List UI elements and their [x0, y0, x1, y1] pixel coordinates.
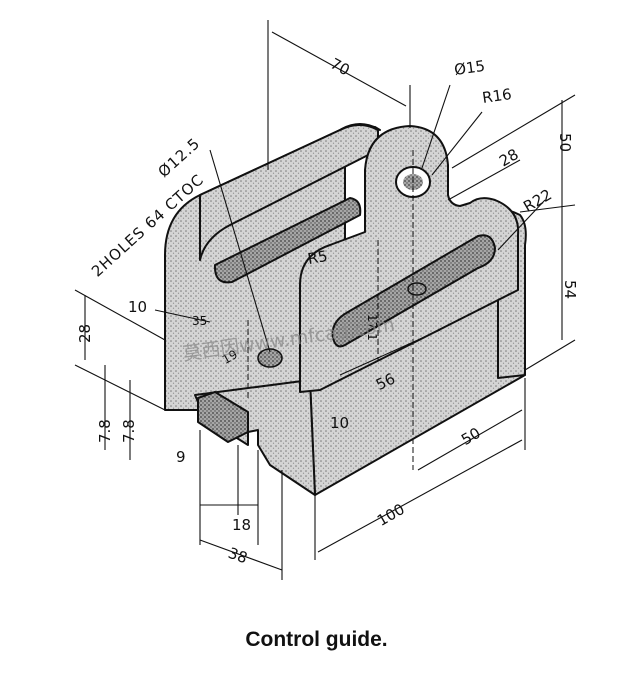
dim-28-top: 28 [496, 145, 522, 170]
dim-54: 54 [561, 280, 579, 299]
dim-7-8-a: 7.8 [96, 419, 114, 443]
left-notch-block [197, 391, 249, 443]
figure-caption: Control guide. [245, 628, 388, 651]
dim-70: 70 [327, 54, 352, 79]
dim-19: 19 [220, 347, 240, 367]
dim-10-mid: 10 [330, 414, 349, 432]
dim-17: 17.1 [365, 314, 379, 341]
dim-7-8-b: 7.8 [120, 419, 138, 443]
small-hole [257, 348, 283, 368]
dim-r5: R5 [306, 247, 329, 268]
dimension-lines [74, 20, 576, 580]
part-body [164, 123, 527, 496]
dim-38: 38 [226, 544, 250, 567]
dim-r16: R16 [481, 85, 513, 107]
dim-28-left: 28 [76, 324, 94, 343]
dim-10-left: 10 [128, 298, 147, 316]
dim-35: 35 [192, 314, 207, 328]
center-lines [247, 150, 414, 470]
left-slot [213, 197, 362, 284]
dim-50-top: 50 [556, 133, 574, 152]
dim-9: 9 [176, 448, 186, 466]
technical-drawing: 70 Ø15 R16 50 28 R22 54 R5 10 35 28 19 1… [74, 20, 579, 580]
dim-dia-15: Ø15 [453, 57, 486, 79]
dim-18: 18 [232, 516, 251, 534]
dim-100: 100 [374, 500, 408, 530]
